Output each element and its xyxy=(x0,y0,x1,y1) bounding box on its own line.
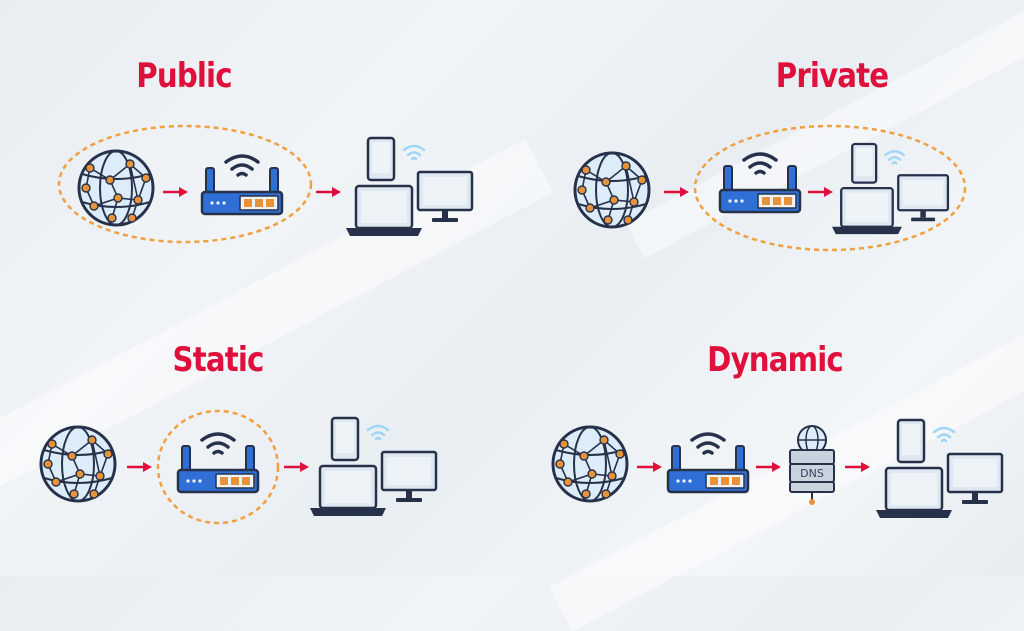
arrow-icon xyxy=(314,185,343,199)
arrow-icon xyxy=(161,185,190,199)
panel-public xyxy=(57,124,474,244)
highlight-ellipse xyxy=(57,124,313,244)
ip-types-diagram: DNS xyxy=(39,124,1004,525)
arrow-icon xyxy=(806,185,835,199)
devices-icon xyxy=(308,416,438,518)
arrow-icon xyxy=(662,185,691,199)
arrow-icon xyxy=(125,460,154,474)
panel-dynamic: DNS xyxy=(551,418,1004,520)
devices-icon xyxy=(830,142,950,236)
arrow-icon xyxy=(282,460,311,474)
router-icon xyxy=(200,154,284,216)
panel-title-dynamic: Dynamic xyxy=(707,340,844,380)
globe-icon xyxy=(77,149,155,227)
arrow-icon xyxy=(843,460,872,474)
router-icon xyxy=(176,432,260,494)
highlight-ellipse xyxy=(693,124,967,252)
devices-icon xyxy=(874,418,1004,520)
arrow-icon xyxy=(635,460,664,474)
dns-server-icon: DNS xyxy=(789,425,835,506)
highlight-ellipse xyxy=(156,409,280,525)
panel-private xyxy=(573,124,967,252)
globe-icon xyxy=(551,425,629,503)
dns-label: DNS xyxy=(800,467,824,480)
panel-static xyxy=(39,409,438,525)
devices-icon xyxy=(344,136,474,238)
panel-title-private: Private xyxy=(775,56,889,96)
router-icon xyxy=(666,432,750,494)
panel-title-static: Static xyxy=(172,340,265,380)
globe-icon xyxy=(39,425,117,503)
globe-icon xyxy=(573,151,651,229)
router-icon xyxy=(718,152,802,214)
arrow-icon xyxy=(754,460,783,474)
panel-title-public: Public xyxy=(136,56,232,96)
